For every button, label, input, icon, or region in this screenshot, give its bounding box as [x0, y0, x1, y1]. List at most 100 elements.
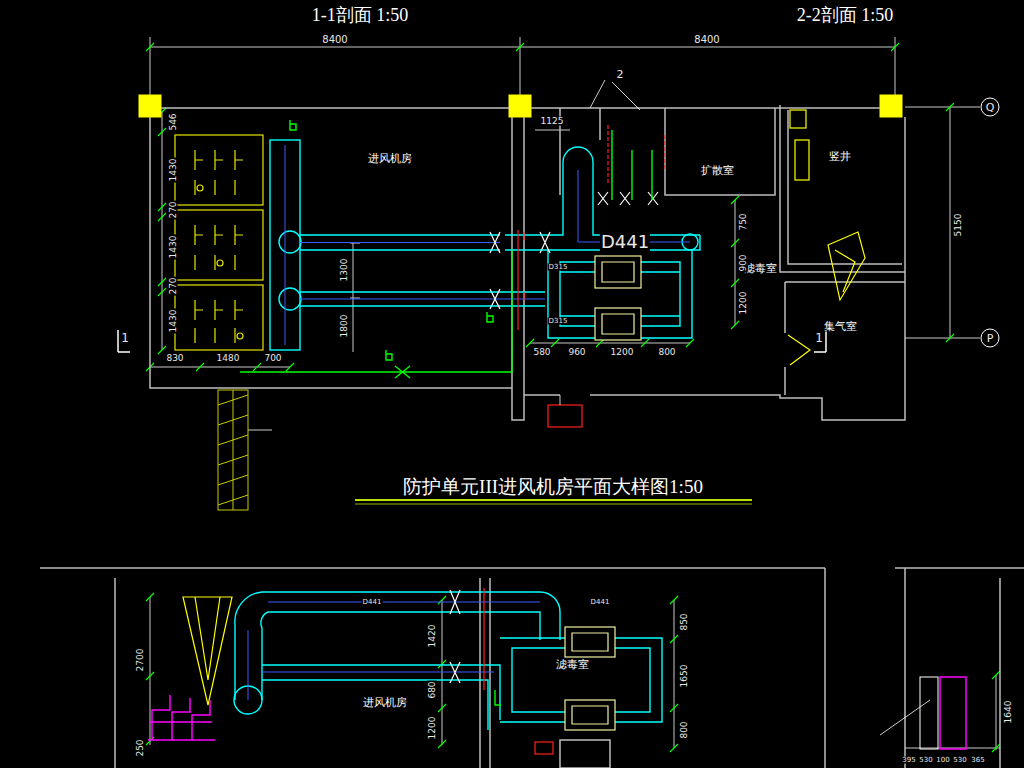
- axis-bubble: [981, 329, 999, 347]
- dimension-text: 1125: [540, 117, 565, 126]
- leader-line: [590, 80, 640, 110]
- section-mark: 2: [616, 69, 625, 80]
- axis-label: P: [986, 333, 995, 344]
- dimension-tick: [146, 363, 294, 371]
- dimension-text: 1430: [169, 235, 178, 260]
- axis-bubble: [981, 98, 999, 116]
- dimension-text: 1430: [169, 309, 178, 334]
- fan-unit: [197, 185, 203, 191]
- dimension-text: 680: [428, 680, 437, 699]
- dimension-text: 800: [657, 348, 676, 357]
- dimension-line: [150, 367, 290, 368]
- room-name: 竖井: [828, 151, 852, 162]
- dimension-line: [735, 200, 736, 325]
- dimension-text: 1200: [428, 716, 437, 741]
- section-mark: 1: [814, 332, 824, 344]
- room-area: 滤毒室: [492, 578, 662, 766]
- dimension-text: 100: [935, 757, 950, 764]
- dimension-text: 1650: [680, 664, 689, 689]
- dimension-text: 1200: [739, 291, 748, 316]
- door-and-shaft-symbol: [795, 140, 809, 180]
- dimension-text: 800: [680, 720, 689, 739]
- leader-line: [248, 395, 560, 430]
- valve-symbol: [450, 590, 460, 683]
- wall-outline: [560, 108, 905, 395]
- water-pipe: [612, 130, 652, 200]
- structural-column: [509, 95, 531, 117]
- section-title: 2-2剖面 1:50: [796, 6, 895, 24]
- wall-outline: [150, 108, 880, 420]
- section-mark: 1: [120, 332, 130, 344]
- valve-symbol: [490, 289, 500, 309]
- diffuser-cone: [183, 597, 232, 705]
- dimension-line: [950, 107, 951, 338]
- dimension-line: [150, 37, 1000, 750]
- fan-unit: [175, 135, 263, 205]
- dimension-text: 8400: [693, 35, 720, 45]
- wall-outline: [40, 105, 1024, 768]
- room-name: 进风机房: [367, 153, 413, 164]
- room-area: 进风机房: [152, 110, 510, 386]
- duct-size: D441: [590, 599, 611, 606]
- dimension-text: 750: [739, 212, 748, 231]
- door-and-shaft-symbol: [788, 335, 810, 365]
- room-name: 扩散室: [700, 165, 735, 176]
- air-duct: [262, 665, 500, 730]
- dimension-text: 700: [263, 354, 282, 363]
- dimension-text: 830: [165, 354, 184, 363]
- dimension-line: [350, 298, 360, 299]
- fan-unit: [195, 150, 243, 195]
- room-name: 滤毒室: [743, 263, 778, 274]
- gas-tube: [484, 125, 665, 754]
- duct-size: D441: [600, 233, 650, 251]
- wall-outline: [665, 105, 905, 272]
- room-name: 进风机房: [362, 697, 408, 708]
- dimension-line: [150, 597, 151, 745]
- title-underline: [355, 504, 752, 505]
- duct-size: D441: [362, 599, 383, 606]
- dimension-text: 530: [952, 757, 967, 764]
- fan-unit: [195, 300, 243, 343]
- gas-tube: [535, 742, 553, 754]
- title-underline: [355, 499, 752, 501]
- blower-equipment: [940, 677, 966, 749]
- fan-unit: [195, 225, 243, 270]
- dimension-line: [150, 47, 895, 48]
- fan-unit: [175, 210, 263, 280]
- dimension-line: [150, 37, 151, 95]
- dimension-line: [535, 130, 570, 131]
- wall-outline: [524, 117, 905, 420]
- dimension-tick: [670, 596, 1000, 752]
- axis-label: Q: [985, 102, 996, 113]
- dimension-line: [520, 37, 521, 95]
- diffuser-cone: [183, 597, 232, 705]
- dimension-text: 365: [970, 757, 985, 764]
- dimension-tick: [146, 43, 954, 342]
- dimension-line: [905, 338, 980, 339]
- duct-size: D315: [548, 264, 569, 271]
- leader-line: [248, 80, 930, 735]
- air-duct: [234, 140, 700, 730]
- dimension-text: 900: [739, 253, 748, 272]
- dimension-text: 1800: [340, 314, 349, 339]
- section-marker: [118, 330, 826, 352]
- drawing-title: 防护单元III进风机房平面大样图1:50: [403, 477, 703, 496]
- equipment-outline: [920, 677, 938, 749]
- dimension-text: 530: [918, 757, 933, 764]
- valve-symbol: [598, 192, 658, 205]
- dimension-text: 8400: [321, 35, 348, 45]
- structural-column: [139, 95, 161, 117]
- gas-tube: [608, 125, 665, 185]
- structural-column: [880, 95, 902, 117]
- valve-symbol: [450, 192, 658, 683]
- duct-size: D315: [548, 318, 569, 325]
- dimension-line: [996, 675, 997, 750]
- air-duct: [279, 231, 301, 253]
- duct-centerline: [248, 145, 690, 700]
- air-duct: [300, 235, 545, 306]
- dimension-tick: [146, 43, 1000, 752]
- dimension-text: 5150: [954, 213, 963, 238]
- air-duct: [235, 592, 560, 700]
